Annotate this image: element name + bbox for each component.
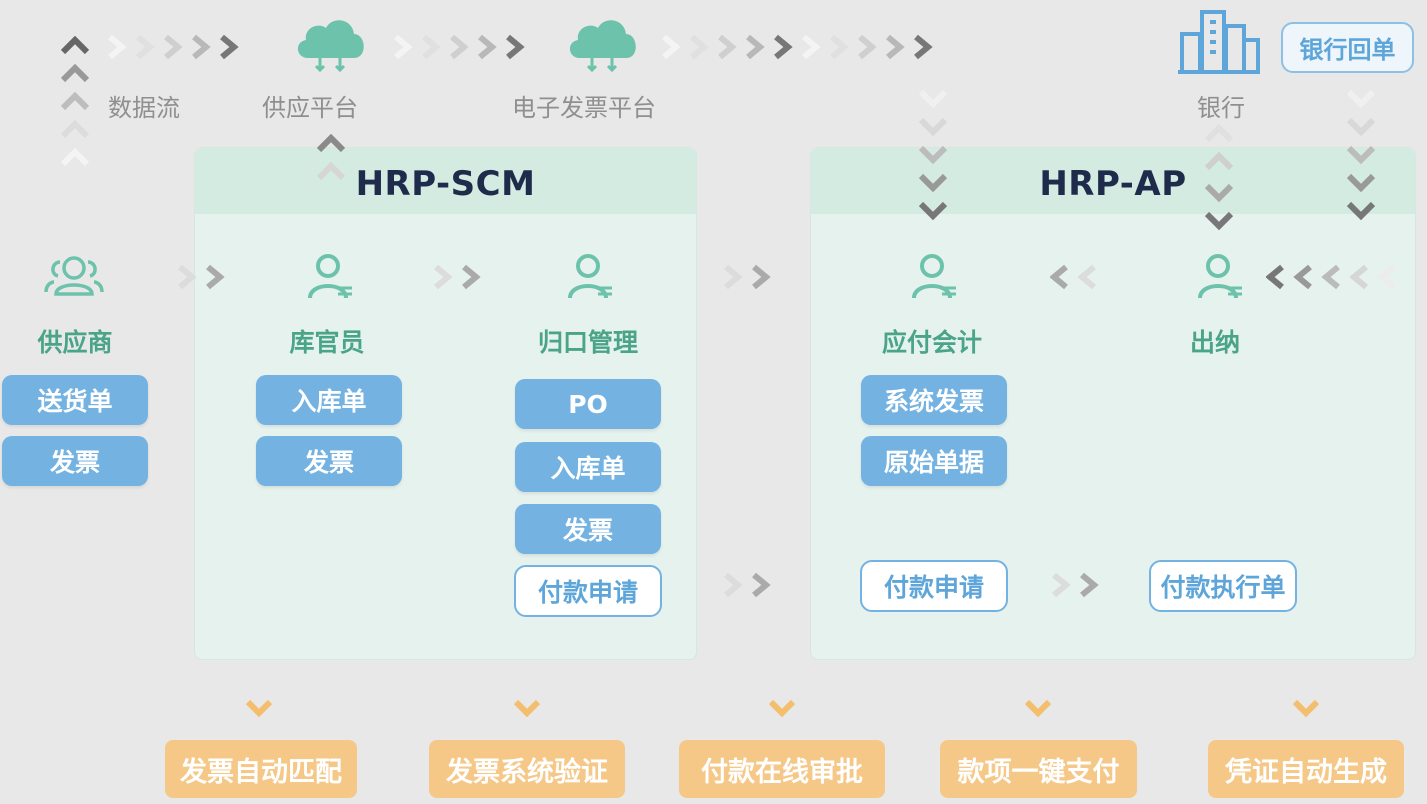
chevron-arrow-icon <box>918 89 948 221</box>
chevron-down-icon <box>245 699 273 718</box>
chevron-arrow-icon <box>662 34 933 60</box>
chevron-arrow-icon <box>724 264 771 290</box>
data-flow-label: 数据流 <box>108 94 180 122</box>
person-icon <box>912 254 956 299</box>
ap-payment-request[interactable]: 付款申请 <box>860 560 1008 612</box>
role-ap-accountant: 应付会计 <box>881 328 982 357</box>
chevron-arrow-icon <box>1050 264 1096 290</box>
einvoice-platform-label: 电子发票平台 <box>512 94 656 122</box>
feature-invoice-system-verify: 发票系统验证 <box>429 740 625 798</box>
role-centralized-mgmt: 归口管理 <box>537 328 638 357</box>
ap-doc-system-invoice[interactable]: 系统发票 <box>861 375 1007 425</box>
chevron-arrow-icon <box>1346 89 1376 221</box>
scm-panel-title: HRP-SCM <box>355 164 536 204</box>
role-supplier: 供应商 <box>37 328 113 357</box>
supplier-doc-invoice[interactable]: 发票 <box>2 436 148 486</box>
mgmt-doc-invoice[interactable]: 发票 <box>515 504 661 554</box>
chevron-arrow-icon <box>108 34 239 60</box>
mgmt-doc-receipt[interactable]: 入库单 <box>515 442 661 492</box>
feature-invoice-auto-match: 发票自动匹配 <box>165 740 357 798</box>
mgmt-doc-po[interactable]: PO <box>515 379 661 429</box>
person-icon <box>1198 254 1242 299</box>
chevron-arrow-icon <box>1266 264 1396 290</box>
mgmt-payment-request[interactable]: 付款申请 <box>514 565 662 617</box>
person-icon <box>568 254 612 299</box>
role-cashier: 出纳 <box>1189 328 1240 357</box>
bank-building-icon <box>1178 10 1260 74</box>
chevron-arrow-icon <box>724 572 771 598</box>
supply-platform-label: 供应平台 <box>262 94 358 122</box>
chevron-arrow-icon <box>394 34 525 60</box>
cashier-payment-execution[interactable]: 付款执行单 <box>1149 560 1297 612</box>
chevron-down-icon <box>513 699 541 718</box>
feature-one-click-payment: 款项一键支付 <box>940 740 1137 798</box>
feature-voucher-auto-generate: 凭证自动生成 <box>1208 740 1404 798</box>
chevron-down-icon <box>1024 699 1052 718</box>
scm-panel-header <box>195 148 696 214</box>
chevron-down-icon <box>1292 699 1320 718</box>
feature-online-approval: 付款在线审批 <box>679 740 885 798</box>
group-icon <box>44 256 104 296</box>
bank-label: 银行 <box>1197 94 1245 122</box>
bank-receipt-tag: 银行回单 <box>1281 22 1414 73</box>
chevron-arrow-icon <box>178 264 225 290</box>
ap-panel-title: HRP-AP <box>1039 164 1187 204</box>
chevron-arrow-icon <box>1052 572 1099 598</box>
cloud-upload-icon <box>569 20 636 73</box>
chevron-arrow-icon <box>434 264 481 290</box>
role-warehouse-clerk: 库官员 <box>289 328 365 357</box>
cloud-upload-icon <box>297 20 364 73</box>
supplier-doc-delivery-note[interactable]: 送货单 <box>2 375 148 425</box>
clerk-doc-receipt[interactable]: 入库单 <box>256 375 402 425</box>
ap-panel-header <box>811 148 1415 214</box>
ap-doc-original-voucher[interactable]: 原始单据 <box>861 436 1007 486</box>
chevron-down-icon <box>768 699 796 718</box>
chevron-arrow-icon <box>1204 124 1234 231</box>
chevron-arrow-icon <box>60 36 90 167</box>
clerk-doc-invoice[interactable]: 发票 <box>256 436 402 486</box>
chevron-arrow-icon <box>316 134 346 181</box>
person-icon <box>308 254 352 299</box>
